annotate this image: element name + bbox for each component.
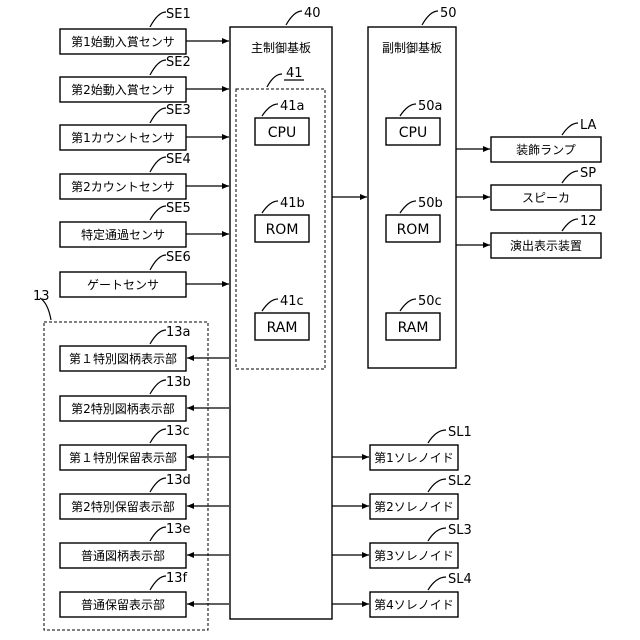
display-label: 第１特別保留表示部: [69, 450, 177, 465]
solenoid-label: 第2ソレノイド: [374, 500, 454, 514]
chip-ref: 41c: [280, 294, 304, 309]
display-item-13d: 第2特別保留表示部 13d: [60, 473, 229, 519]
solenoid-label: 第1ソレノイド: [374, 451, 454, 465]
solenoid-sl3: 第3ソレノイド SL3: [332, 523, 472, 568]
solenoid-sl2: 第2ソレノイド SL2: [332, 474, 472, 519]
output-ref: SP: [580, 166, 596, 181]
main-board-title: 主制御基板: [251, 40, 311, 55]
chip-ref: 50a: [418, 99, 443, 114]
display-ref: 13b: [166, 375, 191, 390]
sensor-label: 第2カウントセンサ: [71, 180, 175, 194]
display-label: 普通保留表示部: [81, 597, 165, 612]
display-group-ref: 13: [33, 289, 50, 304]
solenoid-label: 第3ソレノイド: [374, 549, 454, 563]
solenoid-label: 第4ソレノイド: [374, 598, 454, 612]
display-item-13c: 第１特別保留表示部 13c: [60, 424, 229, 470]
chip-label: ROM: [266, 222, 299, 238]
display-item-13e: 普通図柄表示部 13e: [60, 522, 229, 568]
output-lamp: 装飾ランプ LA: [456, 118, 601, 162]
display-item-13b: 第2特別図柄表示部 13b: [60, 375, 229, 421]
sensor-ref: SE3: [166, 103, 191, 118]
sensor-label: ゲートセンサ: [87, 278, 159, 292]
sensor-label: 特定通過センサ: [81, 227, 165, 242]
input-sensor-se5: 特定通過センサ SE5: [60, 201, 229, 247]
chip-ref: 41b: [280, 196, 305, 211]
chip-label: CPU: [399, 125, 427, 141]
solenoid-ref: SL1: [448, 425, 472, 440]
input-sensor-se6: ゲートセンサ SE6: [60, 250, 229, 297]
sensor-label: 第1カウントセンサ: [71, 131, 175, 145]
display-label: 第2特別保留表示部: [71, 499, 175, 514]
chip-label: RAM: [398, 320, 429, 336]
chip-ref: 50c: [418, 294, 442, 309]
input-sensor-se2: 第2始動入賞センサ SE2: [60, 55, 229, 102]
display-item-13f: 普通保留表示部 13f: [60, 571, 229, 617]
solenoid-sl4: 第4ソレノイド SL4: [332, 572, 472, 617]
chip-label: RAM: [267, 320, 298, 336]
display-item-13a: 第１特別図柄表示部 13a: [60, 325, 229, 371]
sensor-ref: SE1: [166, 7, 191, 22]
sensor-ref: SE5: [166, 201, 191, 216]
sensor-ref: SE4: [166, 152, 191, 167]
chip-label: CPU: [268, 125, 296, 141]
display-ref: 13a: [166, 325, 191, 340]
input-sensor-se1: 第1始動入賞センサ SE1: [60, 7, 229, 54]
display-label: 第2特別図柄表示部: [71, 401, 175, 416]
sub-board-ref: 50: [440, 6, 457, 21]
sensor-label: 第2始動入賞センサ: [71, 83, 175, 97]
input-sensor-se4: 第2カウントセンサ SE4: [60, 152, 229, 199]
chip-ref: 41a: [280, 99, 305, 114]
solenoid-ref: SL3: [448, 523, 472, 538]
solenoid-sl1: 第1ソレノイド SL1: [332, 425, 472, 470]
sensor-ref: SE2: [166, 55, 191, 70]
display-ref: 13e: [166, 522, 191, 537]
display-ref: 13c: [166, 424, 190, 439]
sub-board-title: 副制御基板: [382, 40, 442, 55]
output-label: 装飾ランプ: [516, 143, 576, 157]
chip-ref: 50b: [418, 196, 443, 211]
display-label: 普通図柄表示部: [81, 548, 165, 563]
display-ref: 13f: [166, 571, 188, 586]
sensor-label: 第1始動入賞センサ: [71, 35, 175, 49]
solenoid-ref: SL4: [448, 572, 472, 587]
main-board-ref: 40: [304, 6, 321, 21]
display-label: 第１特別図柄表示部: [69, 351, 177, 366]
sensor-ref: SE6: [166, 250, 191, 265]
output-label: 演出表示装置: [510, 238, 582, 253]
input-sensor-se3: 第1カウントセンサ SE3: [60, 103, 229, 150]
main-board-inner-ref: 41: [286, 66, 303, 81]
solenoid-ref: SL2: [448, 474, 472, 489]
output-ref: 12: [580, 214, 597, 229]
output-label: スピーカ: [522, 191, 570, 205]
output-ref: LA: [580, 118, 597, 133]
output-effect-display: 演出表示装置 12: [456, 214, 601, 258]
display-ref: 13d: [166, 473, 191, 488]
output-speaker: スピーカ SP: [456, 166, 601, 210]
chip-label: ROM: [397, 222, 430, 238]
